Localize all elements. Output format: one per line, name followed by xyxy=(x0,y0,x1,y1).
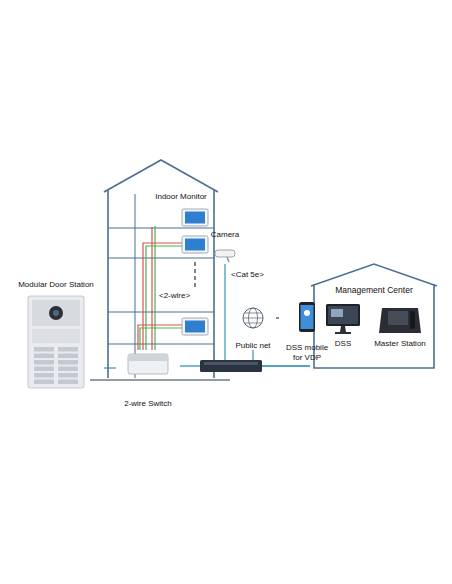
device-label: DSS xyxy=(335,339,351,349)
device-node: DSS xyxy=(320,302,366,348)
monitor-frame xyxy=(182,318,208,335)
name-button xyxy=(34,380,54,385)
device-label: Modular Door Station xyxy=(18,280,94,290)
device-graphic xyxy=(243,308,263,328)
name-button xyxy=(34,373,54,378)
device-graphic xyxy=(311,264,437,368)
device-node: Modular Door Station xyxy=(8,280,104,392)
building xyxy=(90,160,230,380)
wire-green xyxy=(140,328,182,350)
device-label: Master Station xyxy=(374,339,426,349)
name-button xyxy=(58,367,78,372)
device-node: 2-wire Switch xyxy=(116,350,180,408)
device-label: 2-wire Switch xyxy=(124,399,172,409)
building-column xyxy=(135,194,136,378)
monitor-screen xyxy=(185,239,205,251)
continuation-dash xyxy=(194,262,195,288)
globe xyxy=(243,308,263,328)
monitor-screen xyxy=(185,321,205,333)
house-outline xyxy=(311,264,437,368)
name-button xyxy=(58,347,78,352)
device-label: Indoor Monitor xyxy=(155,192,207,202)
device-node: Indoor Monitor xyxy=(150,192,212,227)
device-node: DSS mobile for VDP xyxy=(281,300,333,362)
monitor-screen xyxy=(185,212,205,224)
name-button xyxy=(58,380,78,385)
device-label: Public net xyxy=(235,341,270,351)
globe-parallel xyxy=(243,313,263,323)
device-graphic xyxy=(379,308,421,333)
camera-body xyxy=(215,250,235,257)
switch-box xyxy=(128,354,168,374)
camera-lens xyxy=(49,306,63,320)
switch-lid xyxy=(128,354,168,361)
wire-green xyxy=(154,226,155,350)
cable-label: <Cat 5e> xyxy=(230,270,265,280)
device-node: Public net xyxy=(230,306,276,350)
camera-mount xyxy=(227,257,229,262)
door-panel xyxy=(28,296,84,388)
monitor-frame xyxy=(182,236,208,253)
wire-red xyxy=(138,325,182,350)
indoor-monitor xyxy=(182,236,208,253)
switch-ports xyxy=(204,362,258,365)
ground-line xyxy=(90,379,230,381)
name-button xyxy=(58,373,78,378)
device-node: Master Station xyxy=(370,302,430,348)
name-button xyxy=(34,354,54,359)
speaker-module xyxy=(32,329,80,343)
app-icon xyxy=(304,310,310,316)
indoor-monitor xyxy=(182,318,208,335)
master-station-handset xyxy=(410,311,415,329)
cable xyxy=(104,367,116,368)
building-roof xyxy=(104,160,218,192)
master-station-body xyxy=(379,308,421,333)
dss-window xyxy=(331,309,343,317)
device-graphic xyxy=(215,250,235,262)
name-button xyxy=(34,360,54,365)
building-region: Management CenterDSS Master Station xyxy=(310,262,438,370)
dss-base xyxy=(335,332,351,334)
network-switch xyxy=(200,360,262,372)
camera-module xyxy=(32,300,80,326)
device-label: Management Center xyxy=(335,286,413,296)
dss-screen xyxy=(328,306,358,324)
device-graphic xyxy=(326,304,360,334)
phone-body xyxy=(299,302,315,332)
monitor-frame xyxy=(182,209,208,226)
device-graphic xyxy=(182,209,208,226)
dss-monitor xyxy=(326,304,360,326)
name-button xyxy=(34,347,54,352)
device-graphic xyxy=(299,302,315,332)
device-label: DSS mobile for VDP xyxy=(281,343,333,362)
device-graphic xyxy=(128,354,168,374)
building-wall xyxy=(108,190,214,378)
switch-body xyxy=(200,360,262,372)
name-button xyxy=(34,367,54,372)
device-label: Camera xyxy=(211,230,239,240)
phone-screen xyxy=(301,305,314,329)
name-button xyxy=(58,354,78,359)
dss-stand xyxy=(340,326,346,332)
lens-glass xyxy=(53,310,59,316)
master-station-screen xyxy=(388,311,408,325)
name-button xyxy=(58,360,78,365)
device-node: Camera xyxy=(203,230,247,264)
device-graphic xyxy=(28,296,84,388)
cable-label: <2-wire> xyxy=(158,291,191,301)
cable xyxy=(276,317,281,318)
device-picture xyxy=(8,280,104,392)
